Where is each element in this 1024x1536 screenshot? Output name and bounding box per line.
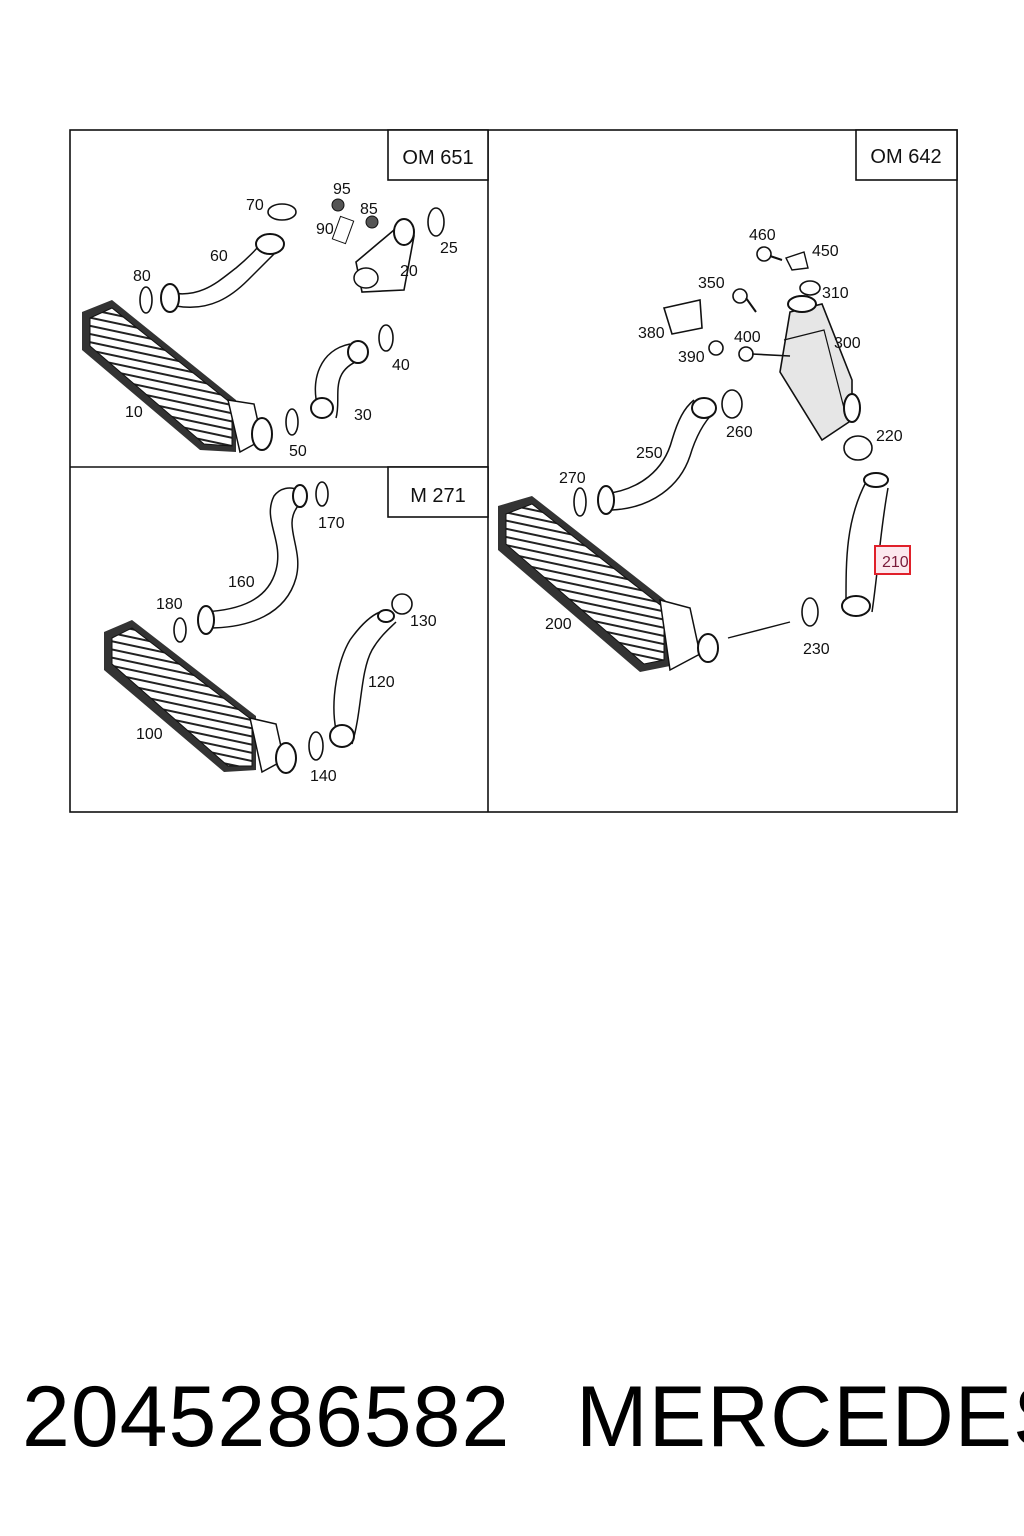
- charge-air-hose-160: [197, 484, 308, 635]
- engine-tag-m271: M 271: [387, 466, 489, 518]
- callout-270: 270: [559, 470, 586, 487]
- svg-text:M 271: M 271: [410, 485, 466, 507]
- o-rings-om651: [139, 203, 445, 436]
- bolt-85: [365, 215, 379, 229]
- throttle-housing-300: [779, 295, 861, 442]
- callout-100: 100: [136, 726, 163, 743]
- parts-diagram: OM 651 OM 642 M 271: [69, 129, 958, 813]
- bolt-390: [708, 340, 724, 356]
- bolt-400: [738, 346, 791, 362]
- callout-250: 250: [636, 445, 663, 462]
- o-rings-m271: [173, 481, 413, 761]
- engine-tag-om642: OM 642: [855, 129, 958, 181]
- bolt-95: [331, 198, 345, 212]
- callout-350: 350: [698, 275, 725, 292]
- callout-450: 450: [812, 243, 839, 260]
- callout-120: 120: [368, 674, 395, 691]
- callout-70: 70: [246, 197, 264, 214]
- bolt-460: [756, 246, 783, 262]
- charge-air-hose-30: [310, 340, 369, 419]
- panel-om642: 460 450 350 310 380 400 300 390 260 220 …: [498, 227, 911, 672]
- callout-30: 30: [354, 407, 372, 424]
- callout-95: 95: [333, 181, 351, 198]
- callout-50: 50: [289, 443, 307, 460]
- intercooler-10: [82, 300, 273, 454]
- bolt-350: [732, 288, 757, 313]
- callout-20: 20: [400, 263, 418, 280]
- callout-10: 10: [125, 404, 143, 421]
- callout-40: 40: [392, 357, 410, 374]
- callout-380: 380: [638, 325, 665, 342]
- charge-air-hose-120: [329, 609, 397, 748]
- brand-name: MERCEDES: [576, 1369, 1024, 1465]
- intercooler-200: [498, 496, 791, 672]
- svg-text:OM 642: OM 642: [870, 146, 941, 168]
- callout-210: 210: [882, 554, 909, 571]
- part-number: 2045286582: [22, 1369, 511, 1465]
- bracket-450: [785, 251, 809, 271]
- footer: 2045286582 MERCEDES: [0, 1362, 1024, 1472]
- callout-170: 170: [318, 515, 345, 532]
- callout-260: 260: [726, 424, 753, 441]
- svg-text:OM 651: OM 651: [402, 147, 473, 169]
- callout-25: 25: [440, 240, 458, 257]
- engine-tag-om651: OM 651: [387, 129, 489, 181]
- callout-230: 230: [803, 641, 830, 658]
- callout-300: 300: [834, 335, 861, 352]
- callout-85: 85: [360, 201, 378, 218]
- charge-air-hose-250: [597, 397, 717, 515]
- callout-140: 140: [310, 768, 337, 785]
- callout-390: 390: [678, 349, 705, 366]
- callout-130: 130: [410, 613, 437, 630]
- charge-air-hose-210: [841, 472, 889, 617]
- charge-air-hose-60: [160, 233, 285, 313]
- o-rings-om642: [573, 280, 873, 627]
- panel-om651: 95 70 85 90 25 60 20 80 40 10 30 50: [82, 181, 458, 460]
- callout-400: 400: [734, 329, 761, 346]
- callout-60: 60: [210, 248, 228, 265]
- panel-m271: 170 160 180 130 120 100 140: [104, 481, 437, 785]
- callout-310: 310: [822, 285, 849, 302]
- callout-80: 80: [133, 268, 151, 285]
- callout-180: 180: [156, 596, 183, 613]
- callout-90: 90: [316, 221, 334, 238]
- callout-200: 200: [545, 616, 572, 633]
- highlight-box-210: [874, 545, 911, 575]
- intercooler-100: [104, 620, 297, 774]
- throttle-housing-20: [331, 215, 415, 293]
- callout-460: 460: [749, 227, 776, 244]
- callout-220: 220: [876, 428, 903, 445]
- callout-160: 160: [228, 574, 255, 591]
- bracket-380: [662, 299, 703, 335]
